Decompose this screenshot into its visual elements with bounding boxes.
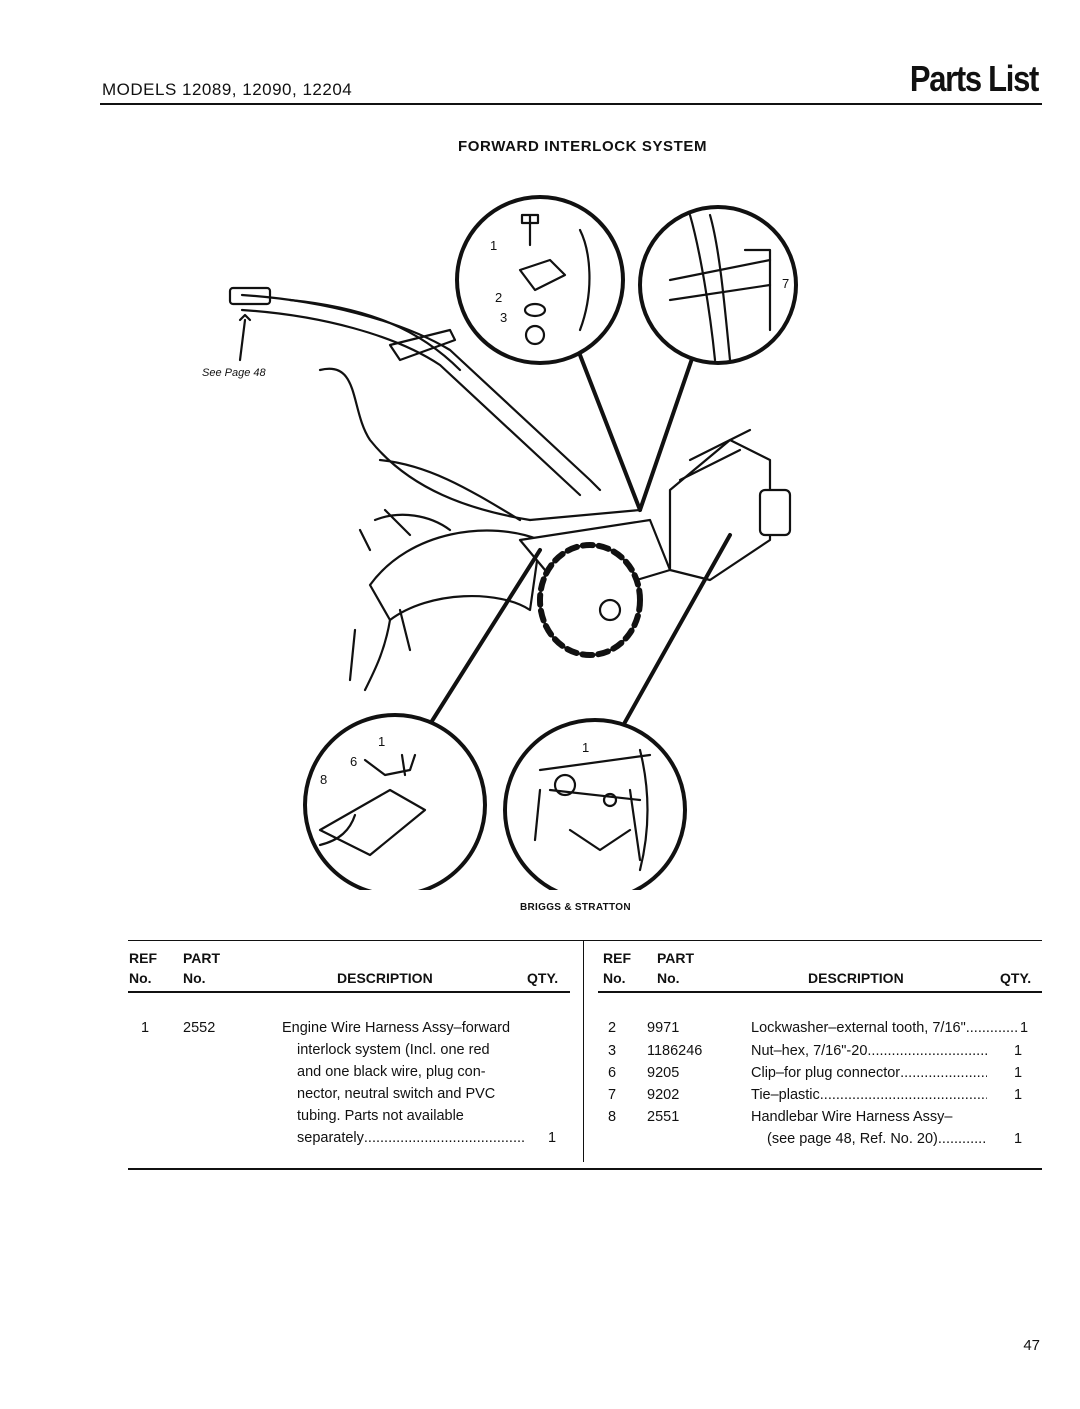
row-3-qty: 1 — [1014, 1043, 1023, 1059]
table-header-rule-left — [128, 991, 570, 993]
row-8-ref: 8 — [608, 1109, 617, 1125]
leader-dots: ........................................… — [900, 1065, 987, 1081]
models-line: MODELS 12089, 12090, 12204 — [102, 80, 353, 99]
page-number: 47 — [1023, 1337, 1040, 1354]
diagram-credit: BRIGGS & STRATTON — [520, 902, 631, 913]
row-3-desc: Nut–hex, 7/16"-20.......................… — [751, 1043, 987, 1059]
col-part-header-right: PART — [657, 950, 695, 966]
row-3-part: 1186246 — [647, 1043, 703, 1059]
leader-dots: ........................................… — [937, 1131, 987, 1147]
row-7-ref: 7 — [608, 1087, 617, 1103]
col-description-header-right: DESCRIPTION — [808, 970, 904, 986]
leader-dots: ........................................… — [819, 1087, 987, 1103]
col-ref-header-no: No. — [129, 970, 152, 986]
callout-2: 2 — [495, 290, 502, 305]
callout-1b: 1 — [378, 734, 385, 749]
row-1-ref: 1 — [141, 1020, 150, 1036]
leader-dots: ........................................… — [363, 1130, 525, 1146]
row-1-desc-line-5: tubing. Parts not available — [297, 1108, 464, 1124]
col-description-header: DESCRIPTION — [337, 970, 433, 986]
row-1-desc-line-3: and one black wire, plug con- — [297, 1064, 486, 1080]
row-8-part: 2551 — [647, 1109, 680, 1125]
section-title: FORWARD INTERLOCK SYSTEM — [458, 138, 708, 155]
col-part-header-no-right: No. — [657, 970, 680, 986]
row-2-desc: Lockwasher–external tooth, 7/16"........… — [751, 1020, 1019, 1036]
row-2-qty: 1 — [1020, 1020, 1029, 1036]
row-6-part: 9205 — [647, 1065, 680, 1081]
callout-1c: 1 — [582, 740, 589, 755]
row-7-qty: 1 — [1014, 1087, 1023, 1103]
col-part-header-no: No. — [183, 970, 206, 986]
row-1-desc-line-6: separately..............................… — [297, 1130, 525, 1146]
row-2-part: 9971 — [647, 1020, 680, 1036]
table-header-rule-right — [598, 991, 1042, 993]
row-8-qty: 1 — [1014, 1131, 1023, 1147]
row-8-desc-line-1: Handlebar Wire Harness Assy– — [751, 1109, 953, 1125]
col-qty-header-right: QTY. — [1000, 970, 1032, 986]
header-rule — [100, 103, 1042, 105]
row-2-ref: 2 — [608, 1020, 617, 1036]
table-bottom-rule — [128, 1168, 1042, 1170]
row-1-desc-line-4: nector, neutral switch and PVC — [297, 1086, 496, 1102]
row-1-qty: 1 — [548, 1130, 557, 1146]
col-ref-header: REF — [129, 950, 157, 966]
see-page-note: See Page 48 — [202, 367, 266, 379]
row-7-desc: Tie–plastic.............................… — [751, 1087, 987, 1103]
interlock-diagram: 1 2 3 7 1 6 8 1 — [228, 195, 798, 890]
leader-dots: ........................................… — [867, 1043, 987, 1059]
row-3-ref: 3 — [608, 1043, 617, 1059]
table-divider — [583, 940, 584, 1162]
row-6-qty: 1 — [1014, 1065, 1023, 1081]
callout-6: 6 — [350, 754, 357, 769]
row-6-ref: 6 — [608, 1065, 617, 1081]
callout-7: 7 — [782, 276, 789, 291]
table-top-rule — [128, 940, 1042, 941]
leader-dots: ........................ — [965, 1020, 1019, 1036]
row-7-part: 9202 — [647, 1087, 680, 1103]
row-6-desc: Clip–for plug connector.................… — [751, 1065, 987, 1081]
col-qty-header: QTY. — [527, 970, 559, 986]
col-part-header: PART — [183, 950, 221, 966]
page-title: Parts List — [909, 58, 1039, 99]
callout-1: 1 — [490, 238, 497, 253]
row-8-desc-line-2: (see page 48, Ref. No. 20)..............… — [767, 1131, 987, 1147]
row-1-part: 2552 — [183, 1020, 216, 1036]
row-1-desc-line-1: Engine Wire Harness Assy–forward — [282, 1020, 511, 1036]
callout-3: 3 — [500, 310, 507, 325]
col-ref-header-right: REF — [603, 950, 631, 966]
row-1-desc-line-2: interlock system (Incl. one red — [297, 1042, 490, 1058]
col-ref-header-no-right: No. — [603, 970, 626, 986]
callout-8: 8 — [320, 772, 327, 787]
